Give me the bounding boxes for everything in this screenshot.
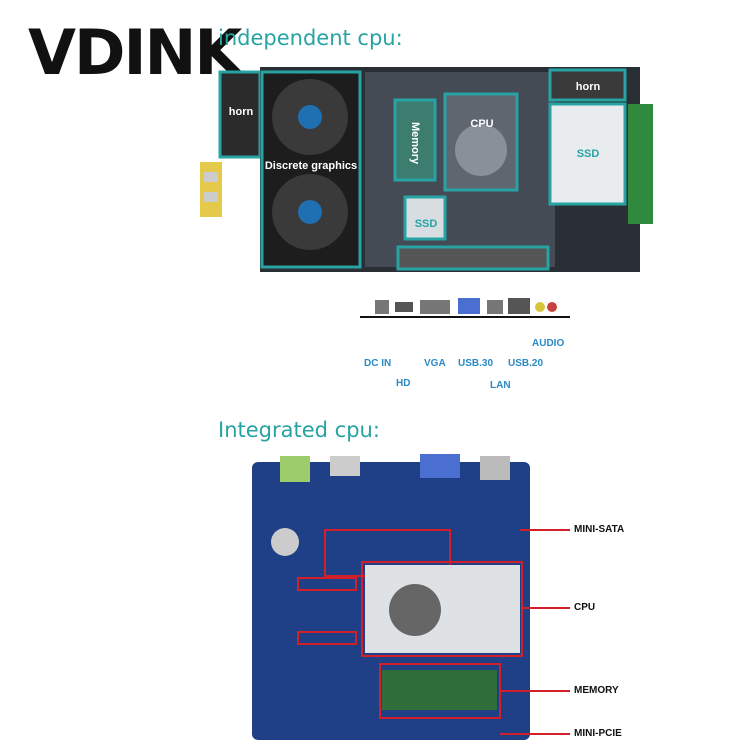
memory-label-integrated: MEMORY <box>574 685 619 696</box>
mini-pcie-label: MINI-PCIE <box>574 728 622 739</box>
integrated-board-illustration <box>252 454 570 740</box>
port-dc-in-label: DC IN <box>364 358 392 369</box>
io-port-diagram: DC IN HD VGA USB.30 LAN USB.20 AUDIO <box>360 292 580 402</box>
port-lan-label: LAN <box>490 380 511 391</box>
port-hd-label: HD <box>396 378 411 389</box>
independent-cpu-heading: independent cpu: <box>218 26 403 50</box>
vdink-logo: VDINK <box>28 16 242 89</box>
ssd-left-label: SSD <box>414 218 438 230</box>
port-panel-illustration <box>360 298 570 318</box>
port-vga-label: VGA <box>424 358 446 369</box>
mini-sata-label: MINI-SATA <box>574 524 625 535</box>
discrete-graphics-label: Discrete graphics <box>264 160 358 172</box>
integrated-cpu-heading: Integrated cpu: <box>218 418 380 442</box>
ssd-right-label: SSD <box>576 148 600 160</box>
integrated-cpu-photo: MINI-SATA CPU MEMORY MINI-PCIE <box>250 450 630 742</box>
cpu-label-independent: CPU <box>470 118 494 130</box>
independent-cpu-photo: horn Discrete graphics Memory CPU SSD ho… <box>200 62 660 274</box>
port-audio-label: AUDIO <box>532 338 565 349</box>
memory-label: Memory <box>409 122 421 165</box>
horn-left-label: horn <box>228 106 254 118</box>
horn-right-label: horn <box>575 81 601 93</box>
port-usb20-label: USB.20 <box>508 358 544 369</box>
cpu-label-integrated: CPU <box>574 602 596 613</box>
port-usb30-label: USB.30 <box>458 358 494 369</box>
board-illustration <box>200 67 653 272</box>
